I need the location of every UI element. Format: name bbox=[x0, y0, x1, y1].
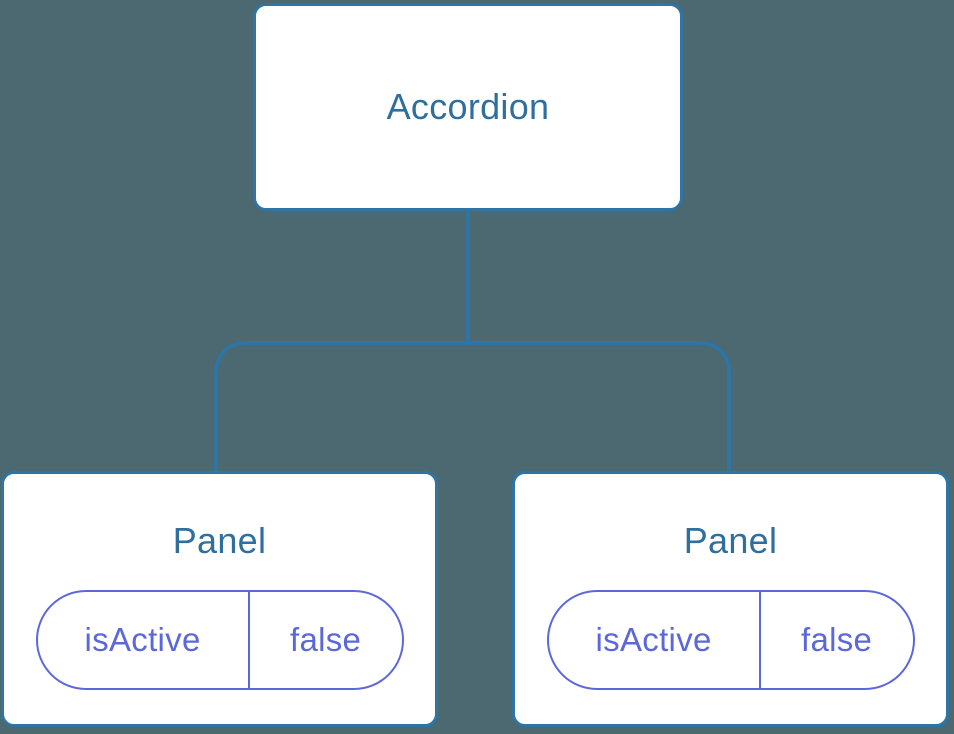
connector-trunk-line bbox=[466, 209, 470, 345]
panel-node-left-label: Panel bbox=[172, 520, 267, 561]
panel-node-right: Panel isActive false bbox=[512, 471, 949, 727]
accordion-node: Accordion bbox=[253, 3, 683, 211]
state-value-label: false bbox=[800, 621, 873, 658]
state-key-label: isActive bbox=[38, 592, 250, 688]
panel-node-right-label: Panel bbox=[683, 520, 778, 561]
state-key-label: isActive bbox=[549, 592, 761, 688]
state-value-label: false bbox=[289, 621, 362, 658]
state-pill-right: isActive false bbox=[546, 590, 915, 690]
state-pill-left: isActive false bbox=[35, 590, 404, 690]
accordion-node-label: Accordion bbox=[386, 86, 550, 127]
panel-node-left: Panel isActive false bbox=[1, 471, 438, 727]
connector-branch-bracket bbox=[214, 341, 731, 472]
